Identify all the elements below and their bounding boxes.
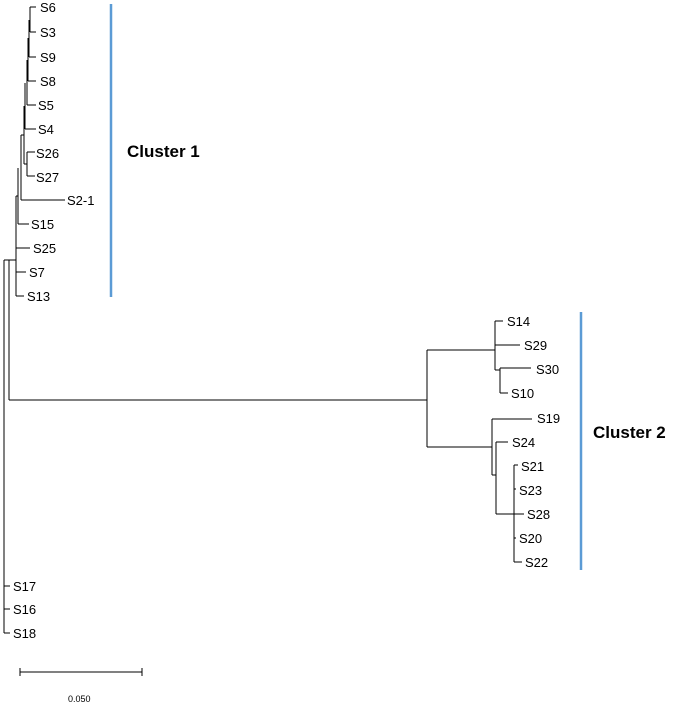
leaf-s23: S23 xyxy=(519,483,542,498)
leaf-s29: S29 xyxy=(524,338,547,353)
leaf-labels: S6 S3 S9 S8 S5 S4 S26 S27 S2-1 S15 S25 S… xyxy=(13,0,560,641)
branch-s17 xyxy=(3,585,10,608)
leaf-s15: S15 xyxy=(31,217,54,232)
leaf-s17: S17 xyxy=(13,579,36,594)
leaf-s4: S4 xyxy=(38,122,54,137)
leaf-s8: S8 xyxy=(40,74,56,89)
leaf-s16: S16 xyxy=(13,602,36,617)
cluster-1-label: Cluster 1 xyxy=(127,142,200,161)
leaf-s20: S20 xyxy=(519,531,542,546)
leaf-s6: S6 xyxy=(40,0,56,15)
leaf-s18: S18 xyxy=(13,626,36,641)
branch-s5 xyxy=(26,60,36,106)
branch-s8 xyxy=(27,38,36,82)
scale-bar-label: 0.050 xyxy=(68,694,91,704)
leaf-s27: S27 xyxy=(36,170,59,185)
leaf-s30: S30 xyxy=(536,362,559,377)
scale-bar: 0.050 xyxy=(19,668,143,704)
branch-cluster2-bottom xyxy=(427,419,493,475)
leaf-s9: S9 xyxy=(40,50,56,65)
leaf-s19: S19 xyxy=(537,411,560,426)
leaf-s2-1: S2-1 xyxy=(67,193,94,208)
leaf-s10: S10 xyxy=(511,386,534,401)
leaf-s22: S22 xyxy=(525,555,548,570)
branch-cluster2-top xyxy=(427,321,496,370)
leaf-s5: S5 xyxy=(38,98,54,113)
branch-s4 xyxy=(24,83,36,130)
leaf-s26: S26 xyxy=(36,146,59,161)
leaf-s24: S24 xyxy=(512,435,535,450)
tree-branches xyxy=(3,6,532,634)
leaf-s21: S21 xyxy=(521,459,544,474)
leaf-s28: S28 xyxy=(527,507,550,522)
leaf-s25: S25 xyxy=(33,241,56,256)
branch-s9 xyxy=(28,20,36,58)
cluster-annotations: Cluster 1 Cluster 2 xyxy=(109,4,666,570)
branch-s2-1 xyxy=(20,135,65,201)
leaf-s3: S3 xyxy=(40,25,56,40)
branch-s18 xyxy=(3,610,10,634)
branch-s30-s10 xyxy=(495,367,531,394)
leaf-s14: S14 xyxy=(507,314,530,329)
leaf-s13: S13 xyxy=(27,289,50,304)
branch-s6 xyxy=(29,6,36,32)
branch-s24 xyxy=(492,441,508,514)
scale-bar-line xyxy=(19,668,143,676)
leaf-s7: S7 xyxy=(29,265,45,280)
branch-s26-s27 xyxy=(24,151,35,177)
cluster-2-label: Cluster 2 xyxy=(593,423,666,442)
branch-backbone xyxy=(3,259,427,610)
